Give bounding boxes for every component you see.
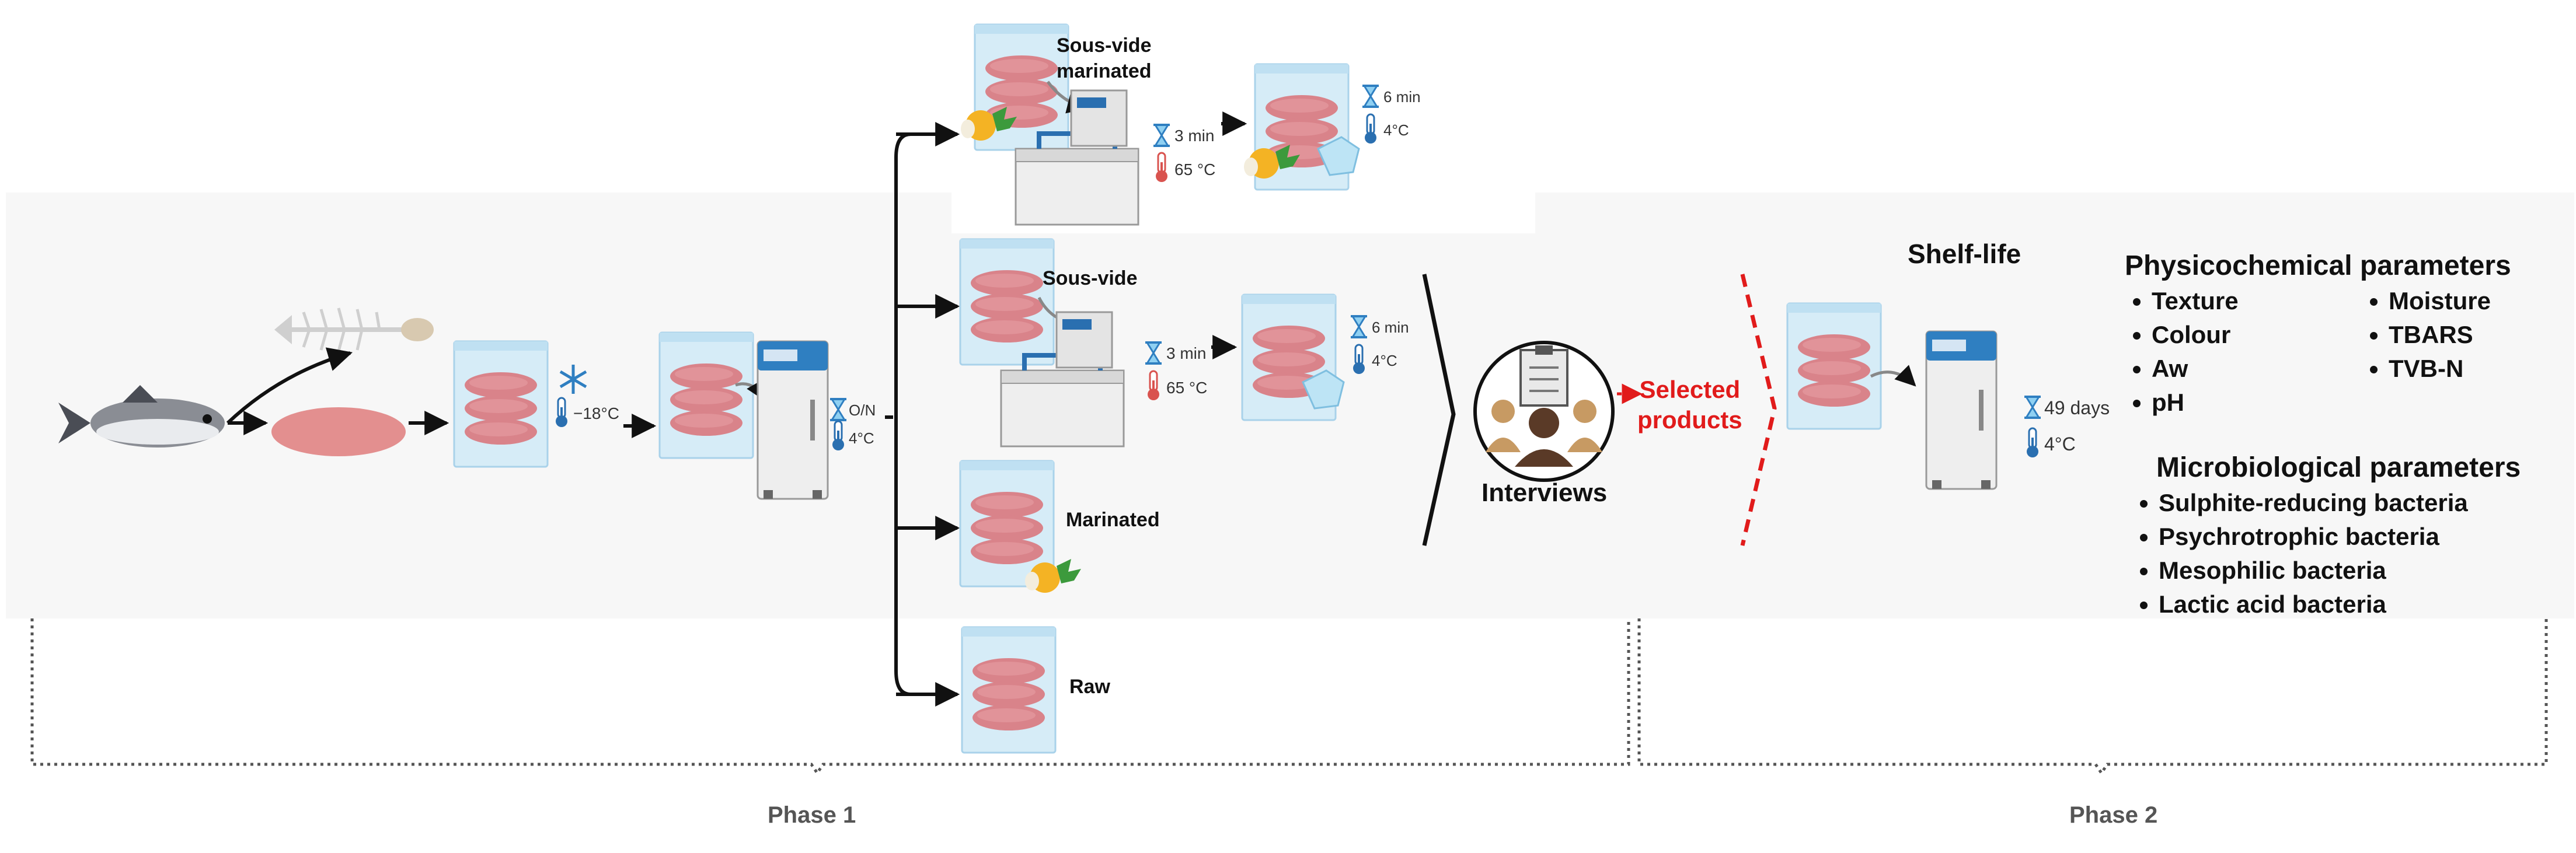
interviews-label: Interviews bbox=[1482, 478, 1608, 507]
phase2-brace bbox=[1637, 618, 2548, 776]
list-item: Aw bbox=[2152, 352, 2362, 386]
shelf-life-title: Shelf-life bbox=[1908, 239, 2021, 269]
shelf-life-temp: 4°C bbox=[2044, 434, 2076, 455]
thaw-time: O/N bbox=[849, 401, 876, 419]
physicochemical-panel: Physicochemical parameters Texture Colou… bbox=[2125, 250, 2557, 419]
mackerel-icon bbox=[58, 385, 225, 448]
cook-temperature: 65 °C bbox=[1174, 160, 1215, 179]
physicochemical-list-1: Texture Colour Aw pH bbox=[2125, 284, 2362, 419]
thermometer-icon bbox=[831, 420, 845, 452]
cook-temperature: 65 °C bbox=[1166, 379, 1207, 397]
arrow bbox=[226, 347, 353, 425]
branch-label-sous-vide: Sous-vide bbox=[1043, 267, 1138, 289]
list-item: pH bbox=[2152, 386, 2362, 419]
list-item: Colour bbox=[2152, 318, 2362, 352]
vacuum-bag-icon bbox=[960, 239, 1054, 365]
list-item: Psychrotrophic bacteria bbox=[2159, 520, 2564, 554]
selected-products-label: Selected products bbox=[1637, 376, 1742, 434]
freeze-temperature: −18°C bbox=[573, 404, 619, 422]
microbiological-title: Microbiological parameters bbox=[2156, 452, 2521, 483]
vacuum-bag-icon bbox=[454, 341, 548, 467]
cook-time: 3 min bbox=[1166, 344, 1206, 362]
cool-temperature: 4°C bbox=[1372, 352, 1397, 369]
shelf-life-days: 49 days bbox=[2044, 397, 2110, 418]
fillet-icon bbox=[271, 407, 406, 456]
list-item: Mesophilic bacteria bbox=[2159, 554, 2564, 588]
thermometer-icon bbox=[1146, 370, 1160, 401]
vacuum-bag-icon bbox=[962, 627, 1055, 753]
cool-time: 6 min bbox=[1372, 319, 1409, 336]
list-item: Lactic acid bacteria bbox=[2159, 588, 2564, 621]
list-item: Moisture bbox=[2389, 284, 2491, 318]
thermometer-icon bbox=[555, 397, 569, 428]
microbiological-panel: Microbiological parameters Sulphite-redu… bbox=[2132, 452, 2564, 621]
branch-label-sous-vide-marinated: Sous-vide marinated bbox=[1057, 34, 1152, 82]
arrow bbox=[1870, 365, 1916, 387]
thermometer-icon bbox=[1352, 344, 1366, 375]
phase1-brace bbox=[30, 618, 1630, 776]
selection-dashed-line bbox=[1740, 274, 1777, 546]
branch-label-marinated: Marinated bbox=[1066, 509, 1160, 531]
branch-label-raw: Raw bbox=[1069, 676, 1110, 698]
convergence-chevron bbox=[1422, 274, 1456, 546]
fridge-icon bbox=[1925, 330, 1998, 490]
cool-time: 6 min bbox=[1383, 88, 1421, 106]
thaw-temperature: 4°C bbox=[849, 429, 874, 447]
snowflake-icon bbox=[559, 365, 587, 394]
phase1-label: Phase 1 bbox=[768, 802, 856, 828]
list-item: TVB-N bbox=[2389, 352, 2491, 386]
thermometer-icon bbox=[2026, 427, 2040, 459]
physicochemical-title: Physicochemical parameters bbox=[2125, 250, 2511, 281]
thermometer-icon bbox=[1155, 152, 1169, 183]
microbiological-list: Sulphite-reducing bacteria Psychrotrophi… bbox=[2132, 486, 2564, 621]
branch-connector bbox=[885, 132, 911, 696]
vacuum-bag-icon bbox=[660, 333, 753, 458]
vacuum-bag-icon bbox=[1787, 303, 1881, 429]
list-item: Sulphite-reducing bacteria bbox=[2159, 486, 2564, 520]
fish-skeleton-icon bbox=[274, 307, 434, 352]
phase2-label: Phase 2 bbox=[2069, 802, 2158, 828]
physicochemical-list-2: Moisture TBARS TVB-N bbox=[2362, 284, 2491, 419]
list-item: Texture bbox=[2152, 284, 2362, 318]
cook-time: 3 min bbox=[1174, 127, 1214, 145]
fridge-icon bbox=[757, 340, 829, 500]
interviews-icon bbox=[1473, 341, 1615, 482]
thermometer-icon bbox=[1364, 113, 1378, 145]
cool-temperature: 4°C bbox=[1383, 121, 1409, 139]
list-item: TBARS bbox=[2389, 318, 2491, 352]
